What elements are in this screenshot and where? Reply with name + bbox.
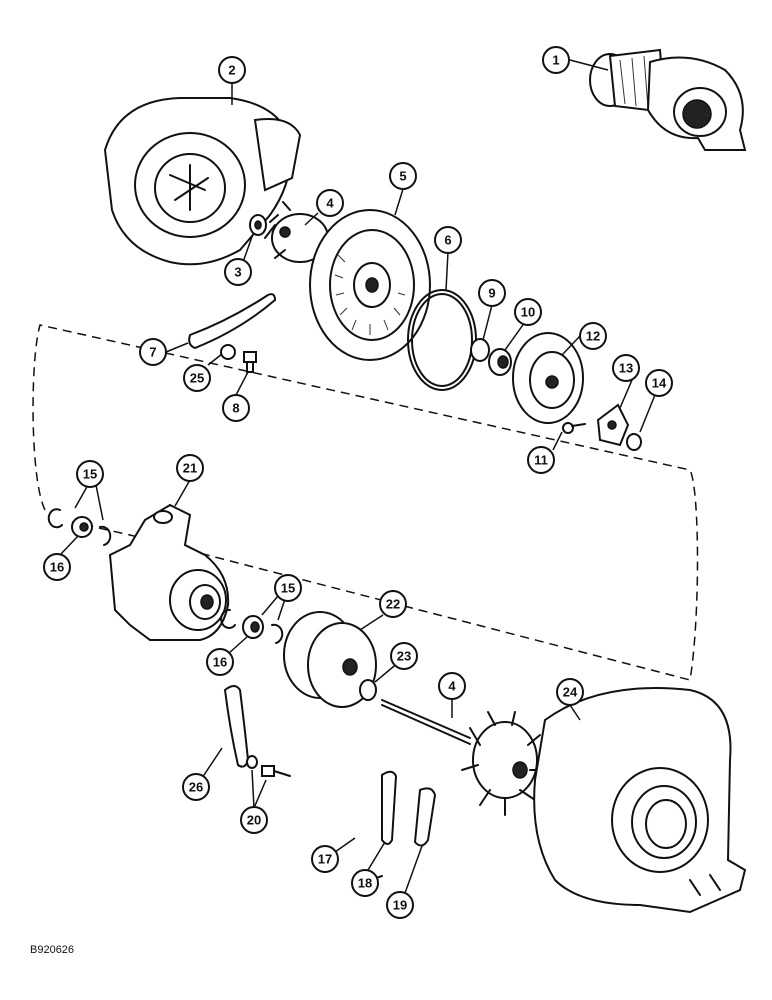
svg-text:5: 5 xyxy=(399,169,406,184)
bearing-part-16-lower xyxy=(242,615,264,639)
callout-22: 22 xyxy=(379,590,407,618)
svg-text:24: 24 xyxy=(563,685,578,700)
bearing-part-16-upper xyxy=(71,516,93,538)
callout-16-upper: 16 xyxy=(43,553,71,581)
seal-part-10 xyxy=(488,348,512,376)
lock-plate-part-7 xyxy=(188,293,277,350)
callout-1: 1 xyxy=(542,46,570,74)
svg-text:6: 6 xyxy=(444,233,451,248)
callout-26: 26 xyxy=(182,773,210,801)
callout-2: 2 xyxy=(218,56,246,84)
svg-text:14: 14 xyxy=(652,376,667,391)
callout-21: 21 xyxy=(176,454,204,482)
svg-text:18: 18 xyxy=(358,876,372,891)
svg-text:10: 10 xyxy=(521,305,535,320)
turbocharger-assembly xyxy=(589,48,747,151)
svg-text:4: 4 xyxy=(448,679,456,694)
svg-text:12: 12 xyxy=(586,329,600,344)
svg-text:9: 9 xyxy=(488,286,495,301)
turbine-housing xyxy=(533,687,747,914)
lock-plate-part-19 xyxy=(413,787,437,847)
svg-text:4: 4 xyxy=(326,196,334,211)
svg-text:26: 26 xyxy=(189,780,203,795)
callout-12: 12 xyxy=(579,322,607,350)
washer-part-25 xyxy=(220,344,236,360)
washer-part-20 xyxy=(246,755,258,769)
callout-3: 3 xyxy=(224,258,252,286)
compressor-housing xyxy=(103,97,302,266)
svg-text:25: 25 xyxy=(190,371,204,386)
callout-10: 10 xyxy=(514,298,542,326)
backplate xyxy=(309,209,431,361)
callout-17: 17 xyxy=(311,845,339,873)
svg-text:8: 8 xyxy=(232,401,239,416)
callout-9: 9 xyxy=(478,279,506,307)
plate-part-12 xyxy=(512,332,584,424)
callout-24: 24 xyxy=(556,678,584,706)
lock-plate-part-26 xyxy=(223,685,250,768)
callout-4-upper: 4 xyxy=(316,189,344,217)
callout-8: 8 xyxy=(222,394,250,422)
center-housing xyxy=(108,503,230,641)
heat-shield xyxy=(283,611,377,708)
callout-18: 18 xyxy=(351,869,379,897)
bolt-part-20 xyxy=(261,765,291,777)
svg-text:16: 16 xyxy=(213,655,227,670)
svg-text:2: 2 xyxy=(228,63,235,78)
o-ring-inner xyxy=(411,293,473,387)
svg-text:7: 7 xyxy=(149,345,156,360)
nut-part-3 xyxy=(249,214,267,236)
svg-text:15: 15 xyxy=(83,467,97,482)
retaining-rings-lower xyxy=(220,608,284,644)
lock-plate-part-18 xyxy=(381,770,398,845)
svg-text:3: 3 xyxy=(234,265,241,280)
callout-25: 25 xyxy=(183,364,211,392)
svg-text:13: 13 xyxy=(619,361,633,376)
screw-part-11 xyxy=(562,422,586,434)
bolt-part-8 xyxy=(243,351,257,373)
callout-11: 11 xyxy=(527,446,555,474)
svg-text:15: 15 xyxy=(281,581,295,596)
thrust-bearing-part-13 xyxy=(596,403,630,447)
turbine-shaft-wheel xyxy=(381,699,546,816)
svg-text:20: 20 xyxy=(247,813,261,828)
callout-4-lower: 4 xyxy=(438,672,466,700)
ring-part-9 xyxy=(470,338,490,362)
collar-part-14 xyxy=(626,433,642,451)
callout-15-lower: 15 xyxy=(274,574,302,602)
callout-14: 14 xyxy=(645,369,673,397)
callout-7: 7 xyxy=(139,338,167,366)
svg-text:1: 1 xyxy=(552,53,559,68)
callout-15-upper: 15 xyxy=(76,460,104,488)
callout-13: 13 xyxy=(612,354,640,382)
callout-6: 6 xyxy=(434,226,462,254)
assembly-dashed-line xyxy=(32,324,699,681)
svg-text:19: 19 xyxy=(393,898,407,913)
figure-reference-code: B920626 xyxy=(30,944,75,956)
callout-23: 23 xyxy=(390,642,418,670)
svg-text:16: 16 xyxy=(50,560,64,575)
callout-16-lower: 16 xyxy=(206,648,234,676)
callout-20: 20 xyxy=(240,806,268,834)
svg-text:22: 22 xyxy=(386,597,400,612)
retaining-rings-upper xyxy=(47,508,112,546)
piston-ring-part-23 xyxy=(359,679,377,701)
svg-text:11: 11 xyxy=(534,453,548,468)
svg-text:17: 17 xyxy=(318,852,332,867)
callout-19: 19 xyxy=(386,891,414,919)
callout-5: 5 xyxy=(389,162,417,190)
svg-text:21: 21 xyxy=(183,461,197,476)
svg-text:23: 23 xyxy=(397,649,411,664)
o-ring xyxy=(407,289,477,391)
